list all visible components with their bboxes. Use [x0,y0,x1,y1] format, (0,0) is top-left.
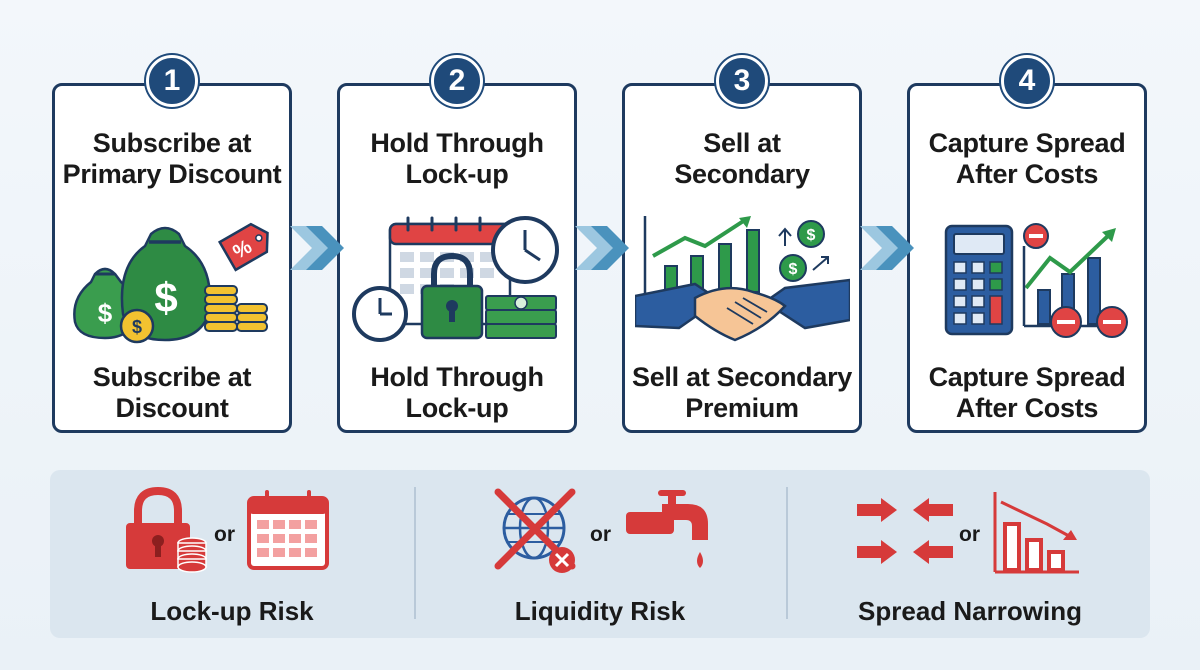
step-subtitle: Capture Spread After Costs [928,362,1126,423]
risk-panel [50,470,1150,638]
calendar-clock-lock-icon [352,216,559,342]
risk-label: Lock-up Risk [150,596,314,626]
step-title: Capture Spread After Costs [928,128,1126,189]
step-number-badge: 3 [716,55,768,107]
dripping-faucet-icon [626,490,708,568]
blocked-globe-icon [494,488,576,573]
risk-label: Liquidity Risk [514,596,686,626]
declining-bars-icon [993,492,1079,574]
step-subtitle: Subscribe at Discount [92,362,252,423]
step-title: Subscribe at Primary Discount [62,128,282,189]
svg-text:$: $ [98,298,113,328]
svg-text:$: $ [807,227,816,244]
svg-text:$: $ [789,261,798,278]
step-title: Hold Through Lock-up [370,128,544,189]
lock-coins-icon [126,487,207,573]
step-subtitle: Sell at Secondary Premium [632,362,852,423]
risk-label: Spread Narrowing [858,596,1082,626]
step-number-badge: 1 [146,55,198,107]
chevron-right-icon [575,226,629,270]
step-card-2: Hold Through Lock-up Hold Through Lock-u… [337,83,577,433]
step-card-1: Subscribe at Primary Discount % $ $ $ [52,83,292,433]
money-bags-icon: % $ $ $ [73,222,269,344]
step-subtitle: Hold Through Lock-up [370,362,544,423]
or-label: or [959,523,980,546]
step-title: Sell at Secondary [674,128,810,189]
svg-text:$: $ [132,317,142,337]
svg-text:$: $ [154,274,177,321]
step-card-4: Capture Spread After Costs C [907,83,1147,433]
divider [414,487,416,619]
chevron-right-icon [860,226,914,270]
chevron-right-icon [290,226,344,270]
step-number-badge: 2 [431,55,483,107]
calculator-chart-icon [944,223,1128,338]
calendar-icon [247,490,329,570]
divider [786,487,788,619]
or-label: or [590,523,611,546]
step-number-badge: 4 [1001,55,1053,107]
or-label: or [214,523,235,546]
step-card-3: Sell at Secondary $ $ Sell at Secondary … [622,83,862,433]
handshake-chart-icon: $ $ [635,216,850,342]
converging-arrows-icon [857,498,953,564]
